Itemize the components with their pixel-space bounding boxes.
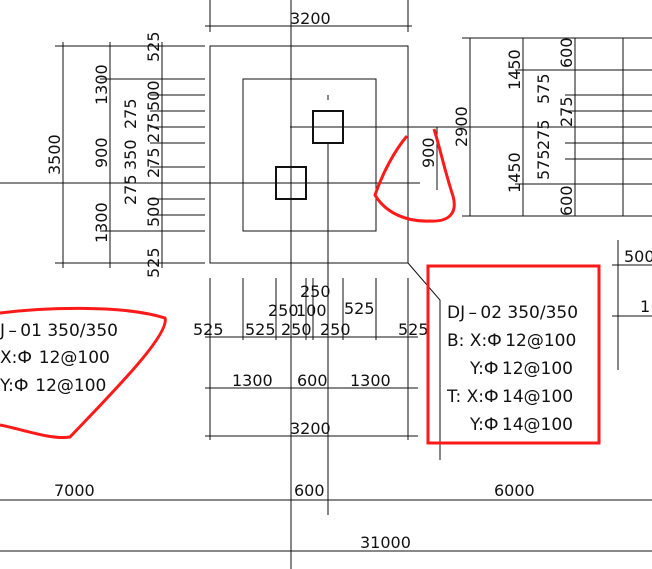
main-note-t-y: Y:Ф 14@100 <box>469 415 573 435</box>
bottom-dim-525-a: 525 <box>344 299 375 318</box>
bottom-dim-525-b: 525 <box>245 320 276 339</box>
left-dim-275-b: 275 <box>144 112 163 143</box>
bottom-dim-525-right: 525 <box>398 320 429 339</box>
footing-inner-outline <box>242 78 377 232</box>
far-right-dim-1: 1 <box>640 297 650 316</box>
right-dim-2900: 2900 <box>452 106 471 147</box>
left-dim-500-bottom: 500 <box>144 196 163 227</box>
right-dim-ticks <box>462 37 652 217</box>
left-dim-3500: 3500 <box>45 134 64 175</box>
main-note-t-x: T: X:Ф 14@100 <box>446 387 573 407</box>
main-note-b-y: Y:Ф 12@100 <box>469 359 573 379</box>
left-dim-525-bottom: 525 <box>144 247 163 278</box>
red-mark-right-900 <box>373 128 456 223</box>
main-note-b-x: B: X:Ф 12@100 <box>447 331 576 351</box>
red-circle-left-note <box>0 306 167 440</box>
left-note-title: J – 01 350/350 <box>0 321 118 341</box>
far-right-dim-500: 500 <box>624 247 652 266</box>
bottom-dim-250-c: 250 <box>320 320 351 339</box>
bottom-dim-600: 600 <box>297 371 328 390</box>
bottom-dim-100: 100 <box>296 301 327 320</box>
span-dim-7000: 7000 <box>54 481 95 500</box>
left-dim-275-d: 275 <box>121 174 140 205</box>
left-dim-275-a: 275 <box>121 98 140 129</box>
right-dim-575-b: 575 <box>534 149 553 180</box>
right-dim-600-top: 600 <box>557 37 576 68</box>
main-note-title: DJ – 02 350/350 <box>447 303 578 323</box>
right-dim-275-b: 275 <box>557 96 576 127</box>
left-dim-900: 900 <box>92 137 111 168</box>
note-leader-line <box>407 262 441 460</box>
left-note-y: Y:Ф 12@100 <box>0 376 106 396</box>
right-dim-1450-top: 1450 <box>505 49 524 90</box>
bottom-dim-525-left: 525 <box>193 320 224 339</box>
left-dim-525-top: 525 <box>144 31 163 62</box>
left-dim-ticks <box>55 45 205 264</box>
bottom-dim-250-b: 250 <box>281 320 312 339</box>
bottom-dim-250-top: 250 <box>300 282 331 301</box>
total-dim-31000: 31000 <box>360 533 411 552</box>
top-dim-3200: 3200 <box>290 9 331 28</box>
span-dim-6000: 6000 <box>494 481 535 500</box>
bottom-dim-250-a: 250 <box>268 301 299 320</box>
left-dim-275-c: 275 <box>144 147 163 178</box>
red-highlight-box <box>426 264 601 445</box>
left-dim-1300-bottom: 1300 <box>92 202 111 243</box>
bottom-dim-verticals <box>209 278 409 440</box>
bottom-dim-3200: 3200 <box>290 419 331 438</box>
right-dim-275-a: 275 <box>534 119 553 150</box>
bottom-dim-1300-right: 1300 <box>350 371 391 390</box>
left-dim-1300-top: 1300 <box>92 64 111 105</box>
left-note-x: X:Ф 12@100 <box>0 348 110 368</box>
span-dim-600: 600 <box>294 481 325 500</box>
bottom-dim-1300-left: 1300 <box>232 371 273 390</box>
right-dim-900: 900 <box>419 137 438 168</box>
footing-outer-outline <box>209 45 409 264</box>
right-dim-575-a: 575 <box>534 73 553 104</box>
right-dim-1450-bottom: 1450 <box>505 152 524 193</box>
left-dim-500-top: 500 <box>144 80 163 111</box>
right-dim-600-bottom: 600 <box>557 185 576 216</box>
left-dim-350: 350 <box>121 139 140 170</box>
